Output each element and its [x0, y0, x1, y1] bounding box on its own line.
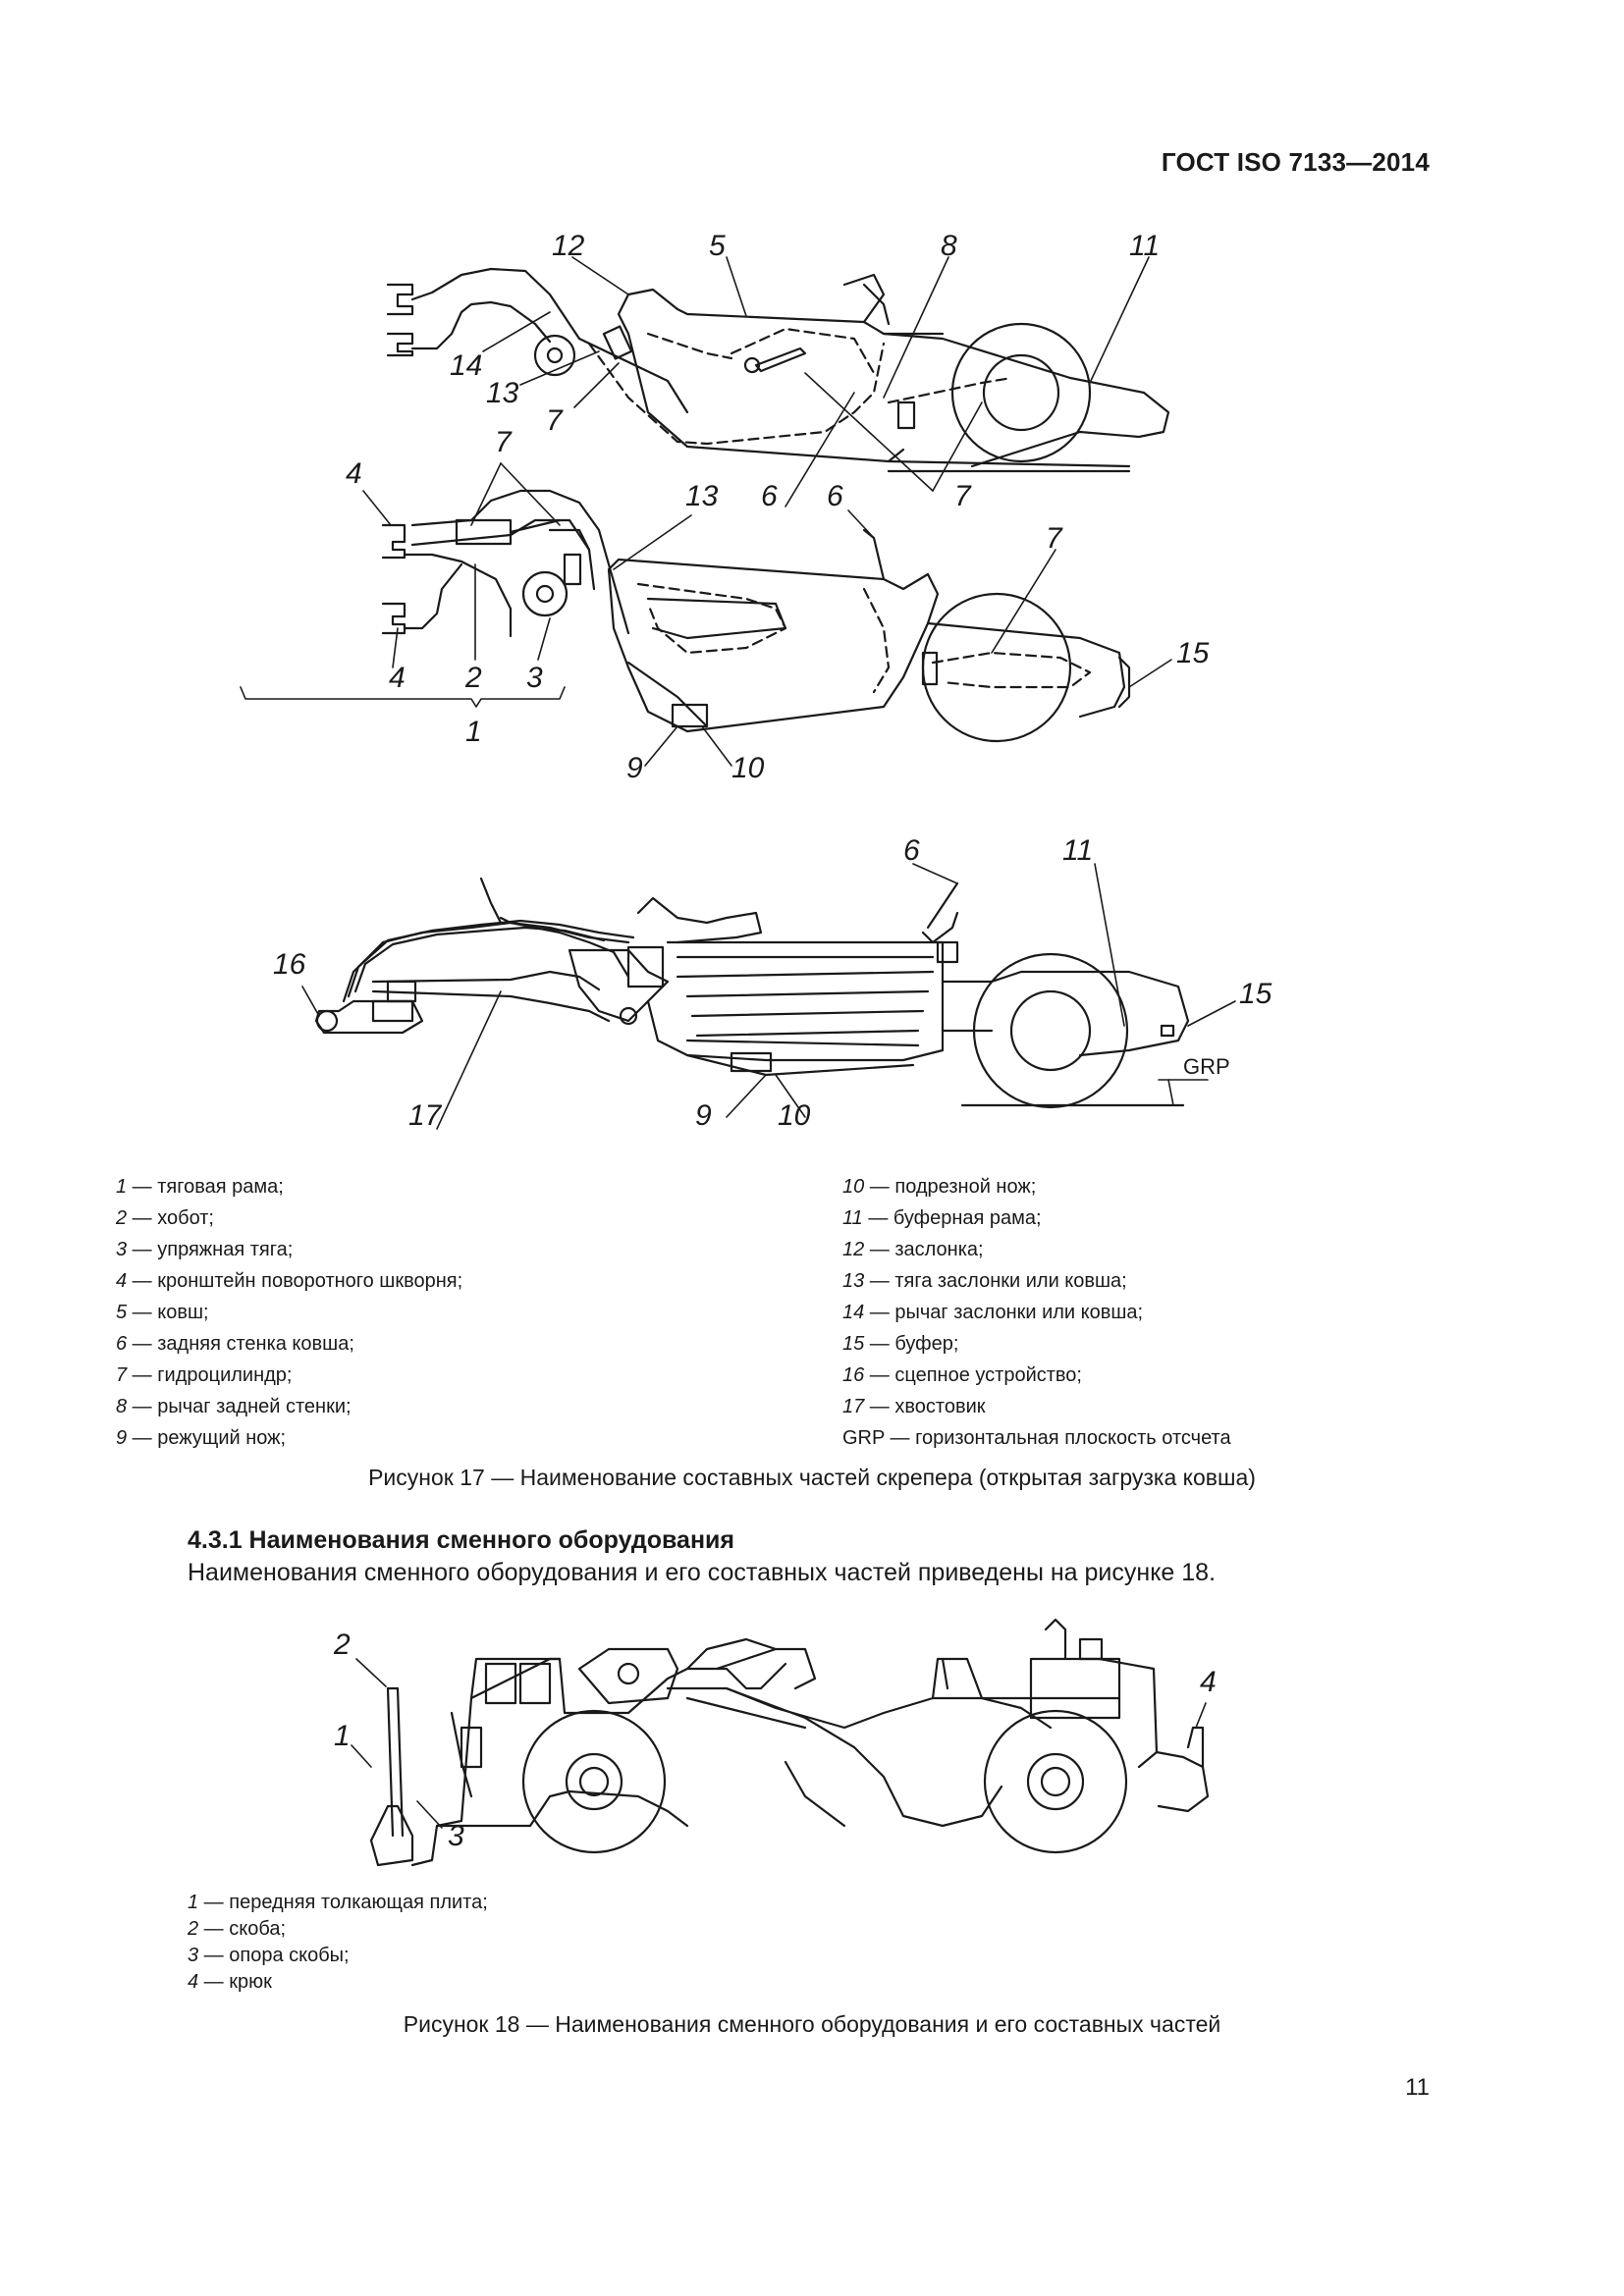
- legend-item: 4 — крюк: [188, 1971, 272, 1993]
- legend-item: 13 — тяга заслонки или ковша;: [842, 1270, 1127, 1292]
- legend-item: 14 — рычаг заслонки или ковша;: [842, 1302, 1144, 1323]
- scraper-top-diagram: [386, 256, 1170, 507]
- legend-item: 11 — буферная рама;: [842, 1207, 1042, 1229]
- figure-18-legend: 1 — передняя толкающая плита; 2 — скоба;…: [188, 1890, 488, 1996]
- section-heading: 4.3.1 Наименования сменного оборудования: [188, 1526, 735, 1554]
- fig17-bot-label-6: 6: [903, 834, 920, 867]
- fig17-bot-label-9: 9: [695, 1099, 712, 1132]
- fig17-mid-label-13: 13: [685, 480, 719, 512]
- figure-17-legend-left: 1 — тяговая рама; 2 — хобот; 3 — упряжна…: [116, 1171, 462, 1454]
- document-code-header: ГОСТ ISO 7133—2014: [1161, 147, 1430, 177]
- fig17-mid-label-6: 6: [827, 480, 843, 512]
- legend-item: GRP — горизонтальная плоскость отсчета: [842, 1427, 1231, 1449]
- fig17-bot-label-16: 16: [273, 948, 306, 981]
- fig18-label-2: 2: [333, 1629, 351, 1661]
- fig17-mid-label-3: 3: [526, 662, 543, 694]
- fig17-mid-label-2: 2: [464, 662, 482, 694]
- fig17-mid-label-9: 9: [626, 752, 643, 784]
- fig17-bot-label-grp: GRP: [1183, 1054, 1230, 1079]
- legend-item: 7 — гидроцилиндр;: [116, 1364, 293, 1386]
- fig17-label-14: 14: [450, 349, 482, 382]
- legend-item: 1 — тяговая рама;: [116, 1176, 284, 1198]
- fig17-mid-label-4: 4: [346, 457, 362, 490]
- fig18-label-1: 1: [334, 1720, 351, 1752]
- fig17-mid-label-10: 10: [731, 752, 765, 784]
- legend-item: 8 — рычаг задней стенки;: [116, 1396, 352, 1417]
- page-number: 11: [1405, 2074, 1430, 2101]
- legend-item: 9 — режущий нож;: [116, 1427, 287, 1449]
- legend-item: 4 — кронштейн поворотного шкворня;: [116, 1270, 463, 1292]
- fig18-label-3: 3: [448, 1820, 464, 1852]
- legend-item: 5 — ковш;: [116, 1302, 209, 1323]
- fig17-label-12: 12: [552, 230, 585, 262]
- fig17-label-11: 11: [1129, 230, 1160, 262]
- fig17-mid-label-7: 7: [495, 426, 513, 458]
- legend-item: 1 — передняя толкающая плита;: [188, 1892, 488, 1913]
- fig17-label-6: 6: [761, 480, 778, 512]
- legend-item: 10 — подрезной нож;: [842, 1176, 1037, 1198]
- legend-item: 16 — сцепное устройство;: [842, 1364, 1082, 1386]
- scraper-middle-diagram: [240, 462, 1172, 767]
- fig17-label-7: 7: [546, 404, 564, 437]
- fig18-label-4: 4: [1200, 1666, 1217, 1698]
- legend-item: 15 — буфер;: [842, 1333, 959, 1355]
- fig17-bot-label-11: 11: [1062, 834, 1093, 867]
- fig17-mid-label-1: 1: [465, 716, 482, 748]
- legend-item: 3 — упряжная тяга;: [116, 1239, 294, 1260]
- fig17-label-5: 5: [709, 230, 726, 262]
- section-paragraph: Наименования сменного оборудования и его…: [188, 1559, 1217, 1586]
- figure-18-caption: Рисунок 18 — Наименования сменного обору…: [403, 2011, 1221, 2037]
- fig17-mid-label-4b: 4: [389, 662, 406, 694]
- fig17-mid-label-7b: 7: [1046, 522, 1063, 555]
- legend-item: 12 — заслонка;: [842, 1239, 984, 1260]
- legend-item: 6 — задняя стенка ковша;: [116, 1333, 354, 1355]
- fig17-label-7b: 7: [954, 480, 972, 512]
- legend-item: 17 — хвостовик: [842, 1396, 986, 1417]
- fig17-bot-label-10: 10: [778, 1099, 811, 1132]
- legend-item: 2 — скоба;: [188, 1918, 287, 1940]
- scraper-bottom-diagram: [301, 863, 1236, 1130]
- figure-18-drawing: [351, 1618, 1210, 1867]
- figure-17-legend-right: 10 — подрезной нож; 11 — буферная рама; …: [842, 1171, 1231, 1454]
- figure-17-caption: Рисунок 17 — Наименование составных част…: [368, 1465, 1256, 1490]
- legend-item: 2 — хобот;: [116, 1207, 214, 1229]
- fig17-mid-label-15: 15: [1176, 637, 1210, 669]
- fig17-bot-label-17: 17: [408, 1099, 443, 1132]
- fig17-label-13: 13: [486, 377, 519, 409]
- fig17-label-8: 8: [941, 230, 957, 262]
- legend-item: 3 — опора скобы;: [188, 1945, 350, 1966]
- fig17-bot-label-15: 15: [1239, 978, 1272, 1010]
